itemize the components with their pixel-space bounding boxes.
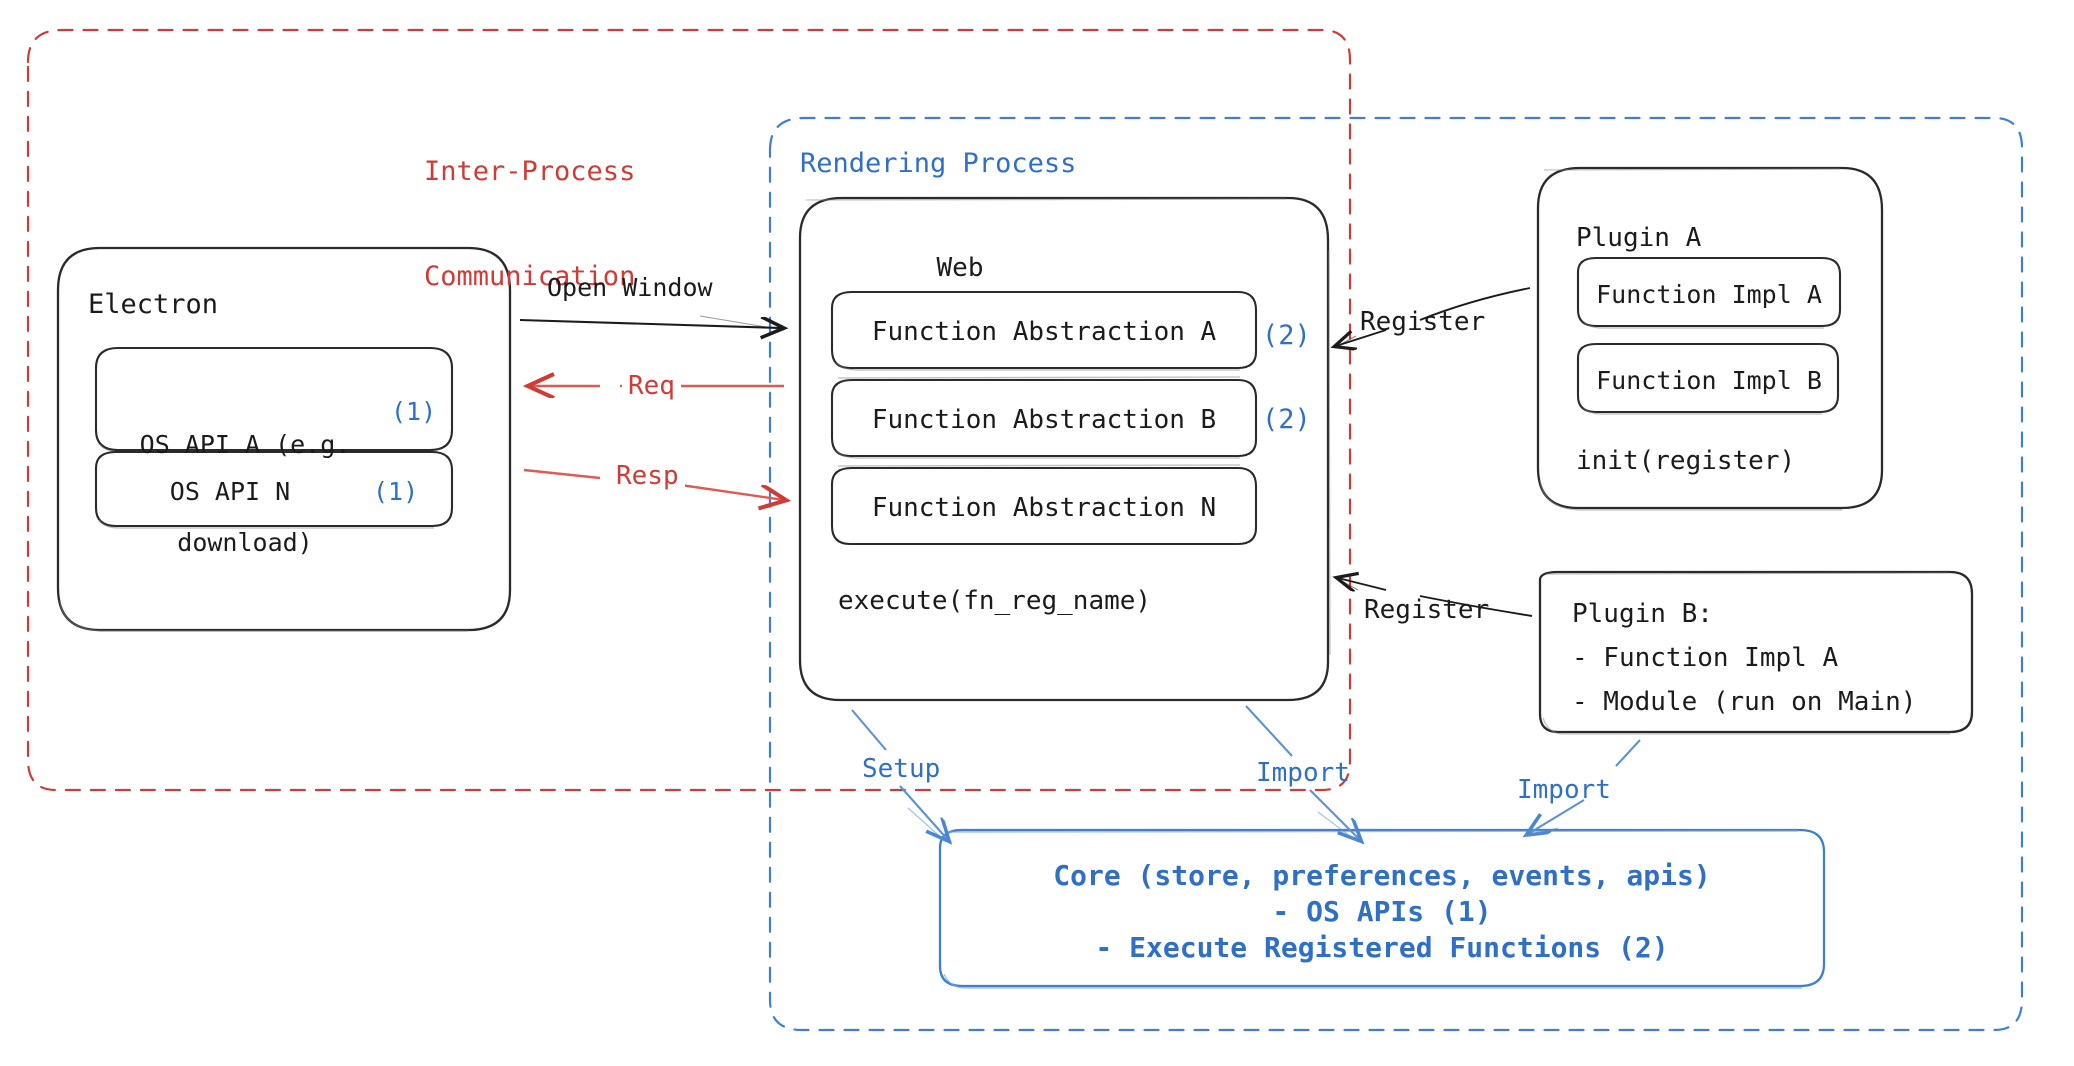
- function-abstraction-a-box: [830, 290, 1258, 371]
- rendering-group-label: Rendering Process: [800, 148, 1077, 179]
- os-api-a-marker: (1): [391, 397, 437, 426]
- ipc-group-label-line1: Inter-Process: [424, 156, 636, 188]
- core-line-3: - Execute Registered Functions (2): [1095, 931, 1669, 964]
- os-api-a-box: [94, 346, 454, 453]
- plugin-a-title: Plugin A: [1576, 223, 1702, 253]
- os-api-a-label-line2: download): [177, 527, 313, 557]
- ipc-group-frame: [26, 28, 1352, 792]
- core-line-2: - OS APIs (1): [1272, 895, 1492, 928]
- os-api-n-box: [94, 450, 454, 529]
- edge-import-web: [1245, 705, 1360, 842]
- edge-register-plugin-b: [1336, 578, 1533, 617]
- web-footer-label: execute(fn_reg_name): [838, 586, 1152, 616]
- os-api-n-label: OS API N: [169, 477, 291, 506]
- function-abstraction-a-label: Function Abstraction A: [871, 317, 1217, 347]
- edge-label-resp: Resp: [610, 460, 685, 494]
- rendering-group-frame: [768, 116, 2024, 1032]
- edge-label-import-plugin-b: Import: [1517, 775, 1611, 805]
- edge-label-setup: Setup: [862, 754, 941, 784]
- core-line-1: Core (store, preferences, events, apis): [1053, 859, 1711, 892]
- edge-label-req: Req: [622, 370, 681, 404]
- edge-open-window: [519, 315, 784, 330]
- edge-label-register-plugin-a: Register: [1360, 307, 1486, 337]
- function-abstraction-b-marker: (2): [1262, 404, 1311, 435]
- ipc-group-label: Inter-Process Communication: [424, 84, 635, 365]
- function-impl-b-label: Function Impl B: [1596, 366, 1822, 395]
- function-impl-a-label: Function Impl A: [1596, 280, 1822, 309]
- os-api-n-marker: (1): [373, 477, 419, 506]
- core-box: [938, 828, 1826, 989]
- edge-register-plugin-a: [1334, 287, 1531, 348]
- os-api-a-label: OS API A (e.g. download): [110, 364, 380, 624]
- function-impl-a-box: [1576, 256, 1842, 329]
- function-abstraction-b-box: [830, 376, 1258, 459]
- edge-import-plugin-b: [1526, 739, 1641, 836]
- edge-label-import-web: Import: [1256, 758, 1350, 788]
- edge-label-open-window: Open Window: [547, 273, 713, 302]
- plugin-b-line-2: - Module (run on Main): [1572, 687, 1917, 717]
- edge-setup: [851, 709, 948, 842]
- ipc-group-label-line2: Communication: [424, 261, 636, 293]
- plugin-b-title: Plugin B:: [1572, 599, 1713, 629]
- function-abstraction-n-label: Function Abstraction N: [871, 493, 1217, 523]
- plugin-b-line-1: - Function Impl A: [1572, 643, 1839, 673]
- function-impl-b-box: [1576, 342, 1840, 415]
- edge-label-register-plugin-b: Register: [1364, 595, 1490, 625]
- function-abstraction-n-box: [830, 464, 1258, 546]
- function-abstraction-a-marker: (2): [1262, 320, 1311, 351]
- plugin-a-footer-label: init(register): [1576, 446, 1796, 476]
- plugin-b-box: [1538, 570, 1974, 735]
- os-api-a-label-line1: OS API A (e.g.: [139, 430, 351, 459]
- web-title: Web: [936, 253, 984, 283]
- function-abstraction-b-label: Function Abstraction B: [871, 405, 1217, 435]
- plugin-a-box: [1536, 166, 1884, 511]
- electron-title: Electron: [88, 289, 219, 320]
